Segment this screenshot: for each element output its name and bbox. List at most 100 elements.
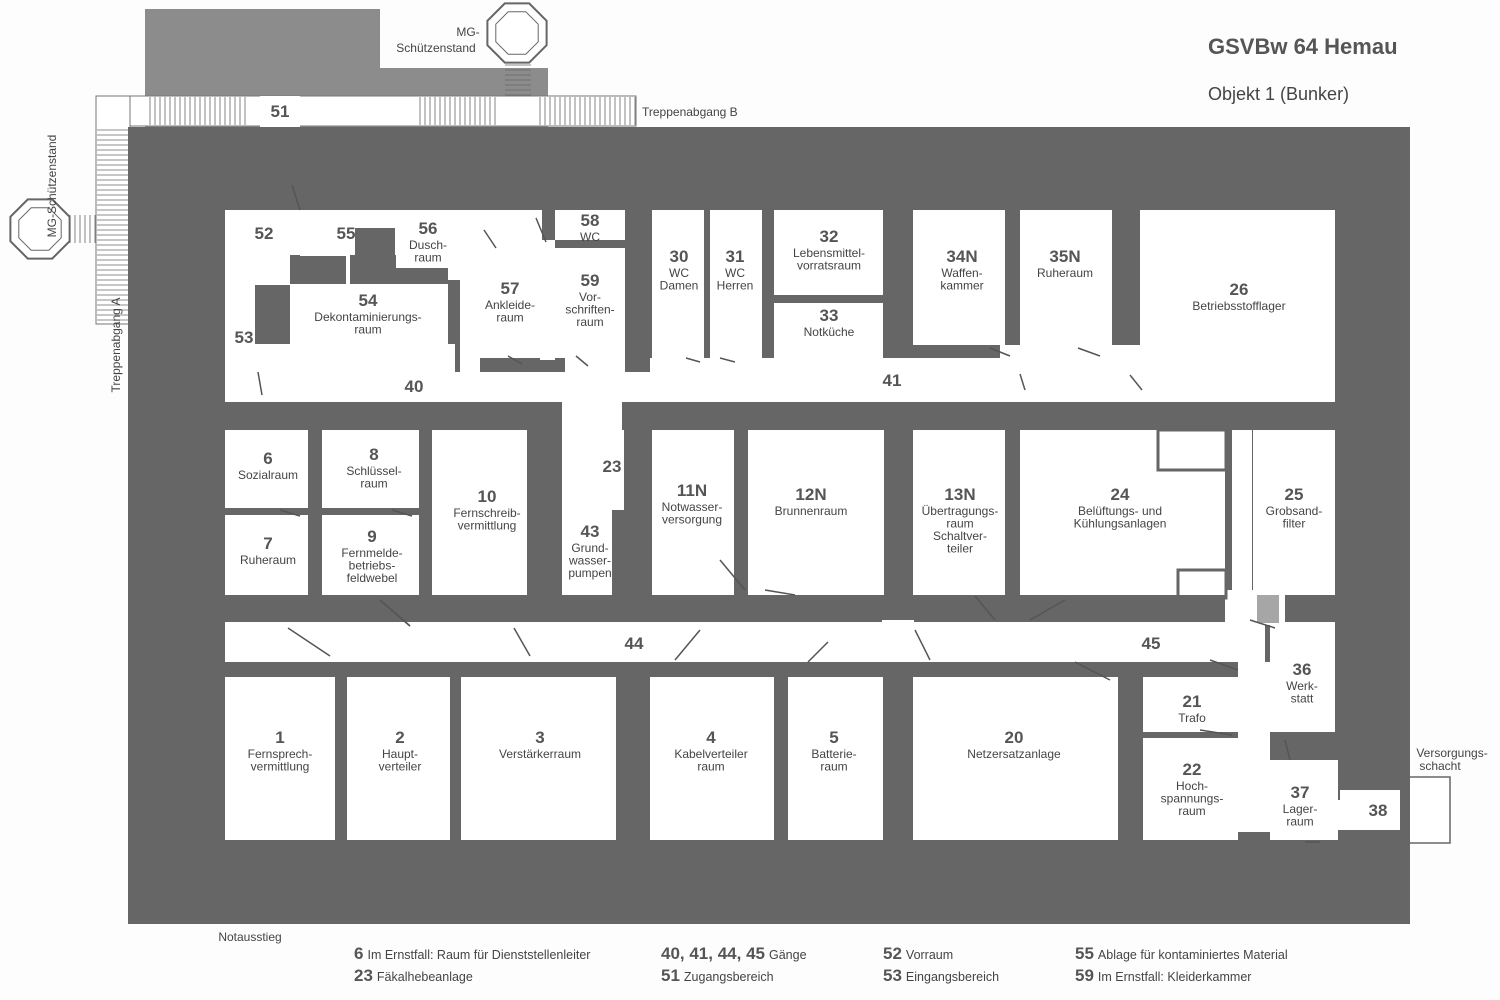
room-name-2: verteiler — [379, 760, 422, 774]
room-name-5: raum — [820, 760, 847, 774]
room-name-11n: versorgung — [662, 513, 722, 527]
room-number-44: 44 — [625, 634, 644, 653]
door-swing — [807, 641, 829, 663]
room-number-7: 7 — [263, 534, 272, 553]
room-number-35n: 35N — [1049, 247, 1080, 266]
room-number-52: 52 — [255, 224, 274, 243]
room-number-37: 37 — [1291, 783, 1310, 802]
room-number-24: 24 — [1111, 485, 1130, 504]
room-name-25: filter — [1283, 517, 1306, 531]
room-number-9: 9 — [367, 527, 376, 546]
emergency-exit-label: Notausstieg — [218, 930, 281, 944]
room-51 — [260, 96, 300, 126]
door-swing — [914, 629, 931, 661]
room-33 — [774, 303, 883, 358]
supply-shaft-label: schacht — [1419, 759, 1461, 773]
corridor-segment — [255, 344, 455, 374]
room-name-54: Dekontaminierungs- — [314, 310, 421, 324]
door-swing — [507, 355, 523, 365]
room-name-37: Lager- — [1283, 802, 1318, 816]
mg-left-octagon-inner — [18, 207, 62, 251]
room-number-53: 53 — [235, 328, 254, 347]
room-name-33: Notküche — [804, 325, 855, 339]
room-name-56: raum — [414, 251, 441, 265]
door-swing — [287, 627, 331, 657]
room-name-11n: Notwasser- — [662, 500, 723, 514]
room-37 — [1270, 760, 1338, 840]
mg-top-label: MG- — [456, 25, 479, 39]
corridor-segment — [1110, 345, 1140, 402]
door-swing — [575, 355, 589, 367]
room-number-23: 23 — [603, 457, 622, 476]
room-number-59: 59 — [581, 271, 600, 290]
room-name-30: Damen — [660, 279, 699, 293]
door-swing — [719, 357, 736, 363]
door-swing — [535, 217, 547, 243]
room-name-4: Kabelverteiler — [674, 747, 747, 761]
room-name-34n: kammer — [940, 279, 983, 293]
room-name-24: Kühlungsanlagen — [1074, 517, 1167, 531]
room-number-43: 43 — [581, 522, 600, 541]
room-name-9: Fernmelde- — [341, 546, 402, 560]
room-name-57: Ankleide- — [485, 298, 535, 312]
room-58 — [555, 210, 625, 240]
stair-b-label: Treppenabgang B — [642, 105, 738, 119]
room-6 — [225, 430, 308, 508]
mg-top-octagon-inner — [495, 11, 539, 55]
door-swing — [1074, 661, 1111, 681]
room-name-36: Werk- — [1286, 679, 1318, 693]
door-swing — [1029, 599, 1066, 621]
room-number-40: 40 — [405, 377, 424, 396]
room-number-13n: 13N — [944, 485, 975, 504]
stair-b-steps-left — [149, 97, 246, 125]
room-name-22: Hoch- — [1176, 779, 1208, 793]
room-31 — [710, 210, 762, 358]
access-corridor-51 — [95, 95, 637, 127]
mg-left-label: MG-Schützenstand — [45, 135, 59, 238]
door-swing — [1199, 729, 1233, 736]
room-name-20: Netzersatzanlage — [967, 747, 1061, 761]
room-name-43: pumpen — [568, 566, 611, 580]
room-number-38: 38 — [1369, 801, 1388, 820]
door-swing — [974, 595, 996, 621]
room-number-57: 57 — [501, 279, 520, 298]
room-number-2: 2 — [395, 728, 404, 747]
room-3 — [461, 677, 616, 840]
room-name-43: Grund- — [571, 541, 608, 555]
door-swing — [989, 347, 1011, 357]
room-1 — [225, 677, 335, 840]
room-name-5: Batterie- — [811, 747, 856, 761]
room-54 — [290, 284, 448, 344]
room-name-8: Schlüssel- — [346, 464, 401, 478]
room-7 — [225, 515, 308, 595]
room-name-2: Haupt- — [382, 747, 418, 761]
door-swing — [1019, 373, 1026, 391]
stair-a-label: Treppenabgang A — [109, 298, 123, 393]
room-name-24: Belüftungs- und — [1078, 504, 1162, 518]
room-number-6: 6 — [263, 449, 272, 468]
room-41 — [770, 358, 1020, 402]
room-number-30: 30 — [670, 247, 689, 266]
door-swing — [279, 509, 301, 517]
external-labels: MG-SchützenstandMG-SchützenstandTreppena… — [45, 25, 1488, 944]
room-number-32: 32 — [820, 227, 839, 246]
room-name-13n: raum — [946, 517, 973, 531]
room-name-26: Betriebsstofflager — [1192, 299, 1285, 313]
room-38 — [1340, 790, 1400, 830]
wall-block — [355, 228, 395, 280]
room-name-56: Dusch- — [409, 238, 447, 252]
room-name-13n: Schaltver- — [933, 529, 987, 543]
room-name-57: raum — [496, 311, 523, 325]
room-52 — [225, 210, 300, 255]
room-53 — [225, 255, 255, 400]
room-13n — [913, 430, 1005, 595]
room-name-12n: Brunnenraum — [775, 504, 848, 518]
room-26 — [1140, 210, 1335, 402]
door-swing — [391, 509, 413, 517]
room-57 — [478, 210, 542, 358]
room-2 — [347, 677, 450, 840]
room-number-41: 41 — [883, 371, 902, 390]
